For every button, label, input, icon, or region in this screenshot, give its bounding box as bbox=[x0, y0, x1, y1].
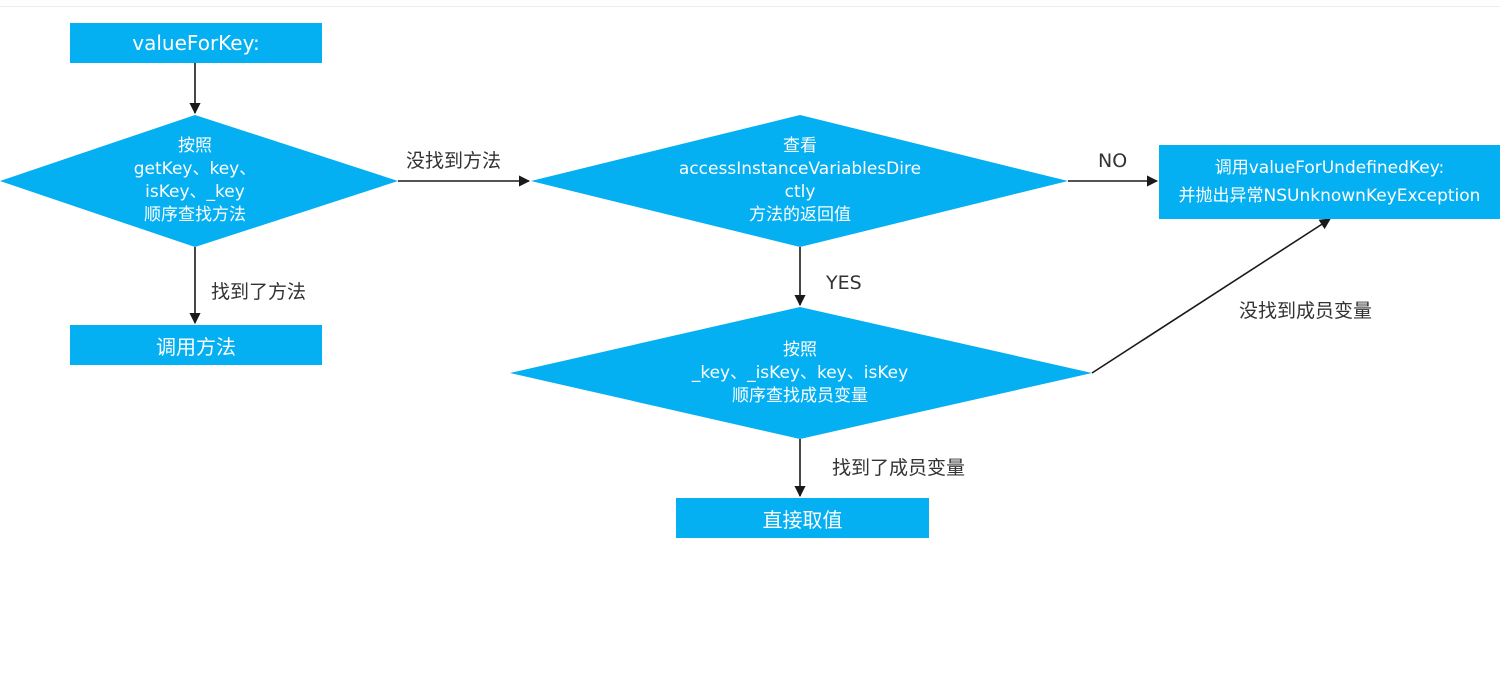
method-search-text: 按照 getKey、key、 isKey、_key 顺序查找方法 bbox=[90, 133, 300, 229]
edge-label-ivar-not-found: 没找到成员变量 bbox=[1239, 300, 1373, 322]
method-search-line-3: isKey、_key bbox=[145, 182, 245, 202]
ivar-search-diamond bbox=[510, 307, 1092, 439]
top-divider bbox=[0, 0, 1500, 7]
undefined-key-node: 调用valueForUndefinedKey: 并抛出异常NSUnknownKe… bbox=[1159, 145, 1500, 219]
method-search-line-4: 顺序查找方法 bbox=[144, 205, 246, 225]
method-search-line-1: 按照 bbox=[178, 136, 212, 156]
call-method-label: 调用方法 bbox=[156, 334, 236, 359]
direct-value-label: 直接取值 bbox=[762, 507, 843, 532]
access-check-line-4: 方法的返回值 bbox=[749, 205, 851, 225]
start-node-label: valueForKey: bbox=[132, 31, 260, 55]
access-check-line-2: accessInstanceVariablesDire bbox=[678, 159, 922, 179]
ivar-search-line-1: 按照 bbox=[783, 339, 817, 360]
ivar-search-line-2: _key、_isKey、key、isKey bbox=[691, 362, 909, 383]
ivar-search-text: 按照 _key、_isKey、key、isKey 顺序查找成员变量 bbox=[650, 337, 950, 409]
start-node: valueForKey: bbox=[70, 23, 322, 63]
edge-label-access-no: NO bbox=[1098, 150, 1128, 172]
edge-label-method-found: 找到了方法 bbox=[211, 281, 307, 303]
edge-label-method-not-found: 没找到方法 bbox=[406, 150, 502, 172]
ivar-search-line-3: 顺序查找成员变量 bbox=[732, 385, 868, 406]
edge-label-ivar-found: 找到了成员变量 bbox=[832, 457, 966, 479]
undefined-key-line-1: 调用valueForUndefinedKey: bbox=[1214, 158, 1445, 178]
call-method-node: 调用方法 bbox=[70, 325, 322, 365]
edge-label-access-yes: YES bbox=[826, 272, 862, 294]
access-check-text: 查看 accessInstanceVariablesDire ctly 方法的返… bbox=[655, 133, 945, 229]
method-search-line-2: getKey、key、 bbox=[133, 159, 257, 179]
access-check-line-1: 查看 bbox=[783, 136, 817, 156]
undefined-key-line-2: 并抛出异常NSUnknownKeyException bbox=[1178, 186, 1481, 206]
access-check-diamond bbox=[531, 115, 1068, 247]
direct-value-node: 直接取值 bbox=[676, 498, 929, 538]
method-search-diamond bbox=[0, 115, 398, 247]
arrow-ivar-search-to-undefined-key bbox=[1091, 218, 1331, 374]
access-check-line-3: ctly bbox=[784, 182, 816, 202]
